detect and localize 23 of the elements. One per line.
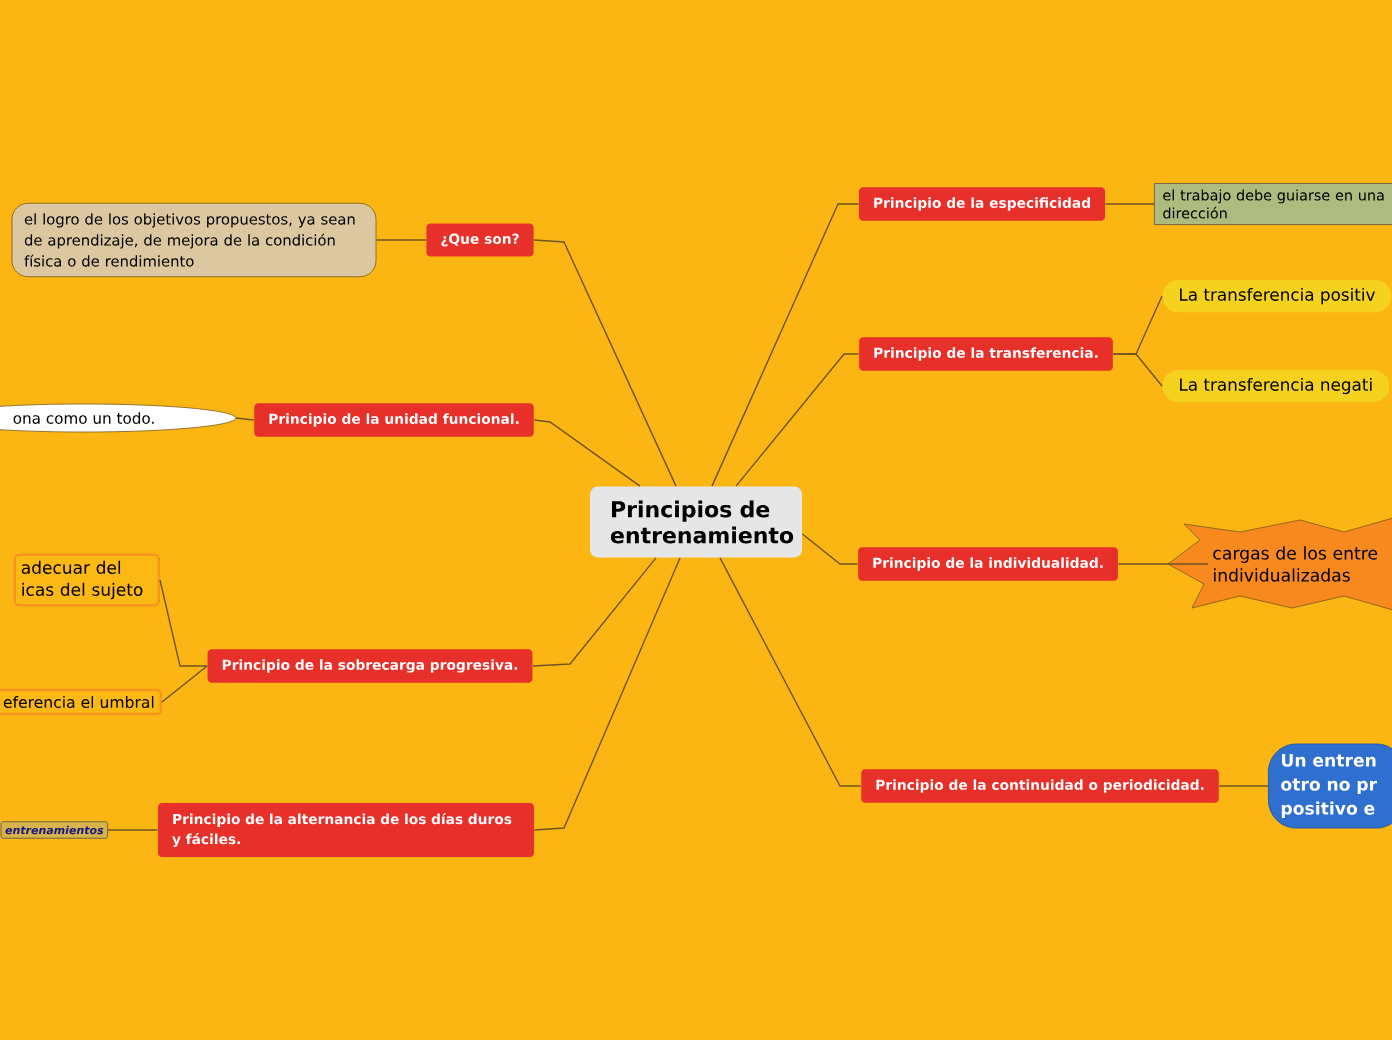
connector-line xyxy=(532,557,657,667)
connector-line xyxy=(801,533,859,565)
note-box: adecuar del icas del sujeto xyxy=(13,553,160,607)
central-topic-box: Principios de entrenamiento xyxy=(590,486,802,558)
connector-line xyxy=(1104,203,1155,205)
connector-line xyxy=(1112,353,1163,387)
connector-line xyxy=(533,239,677,487)
note-starburst: cargas de los entre individualizadas xyxy=(1167,515,1392,613)
connector-line xyxy=(235,417,255,421)
note-bubble: Un entren otro no pr positivo e xyxy=(1268,743,1392,829)
connector-line xyxy=(1117,563,1209,565)
note-pill: La transferencia negati xyxy=(1162,369,1390,403)
connector-line xyxy=(533,557,681,831)
connector-line xyxy=(719,557,862,787)
connector-line xyxy=(533,419,641,487)
connector-line xyxy=(161,665,208,703)
connector-line xyxy=(107,829,159,831)
note-pill: La transferencia positiv xyxy=(1162,279,1392,313)
connector-line xyxy=(735,353,860,487)
connector-line xyxy=(159,579,208,667)
connector-line xyxy=(375,239,427,241)
connector-line xyxy=(711,203,860,487)
connector-line xyxy=(1218,785,1269,787)
